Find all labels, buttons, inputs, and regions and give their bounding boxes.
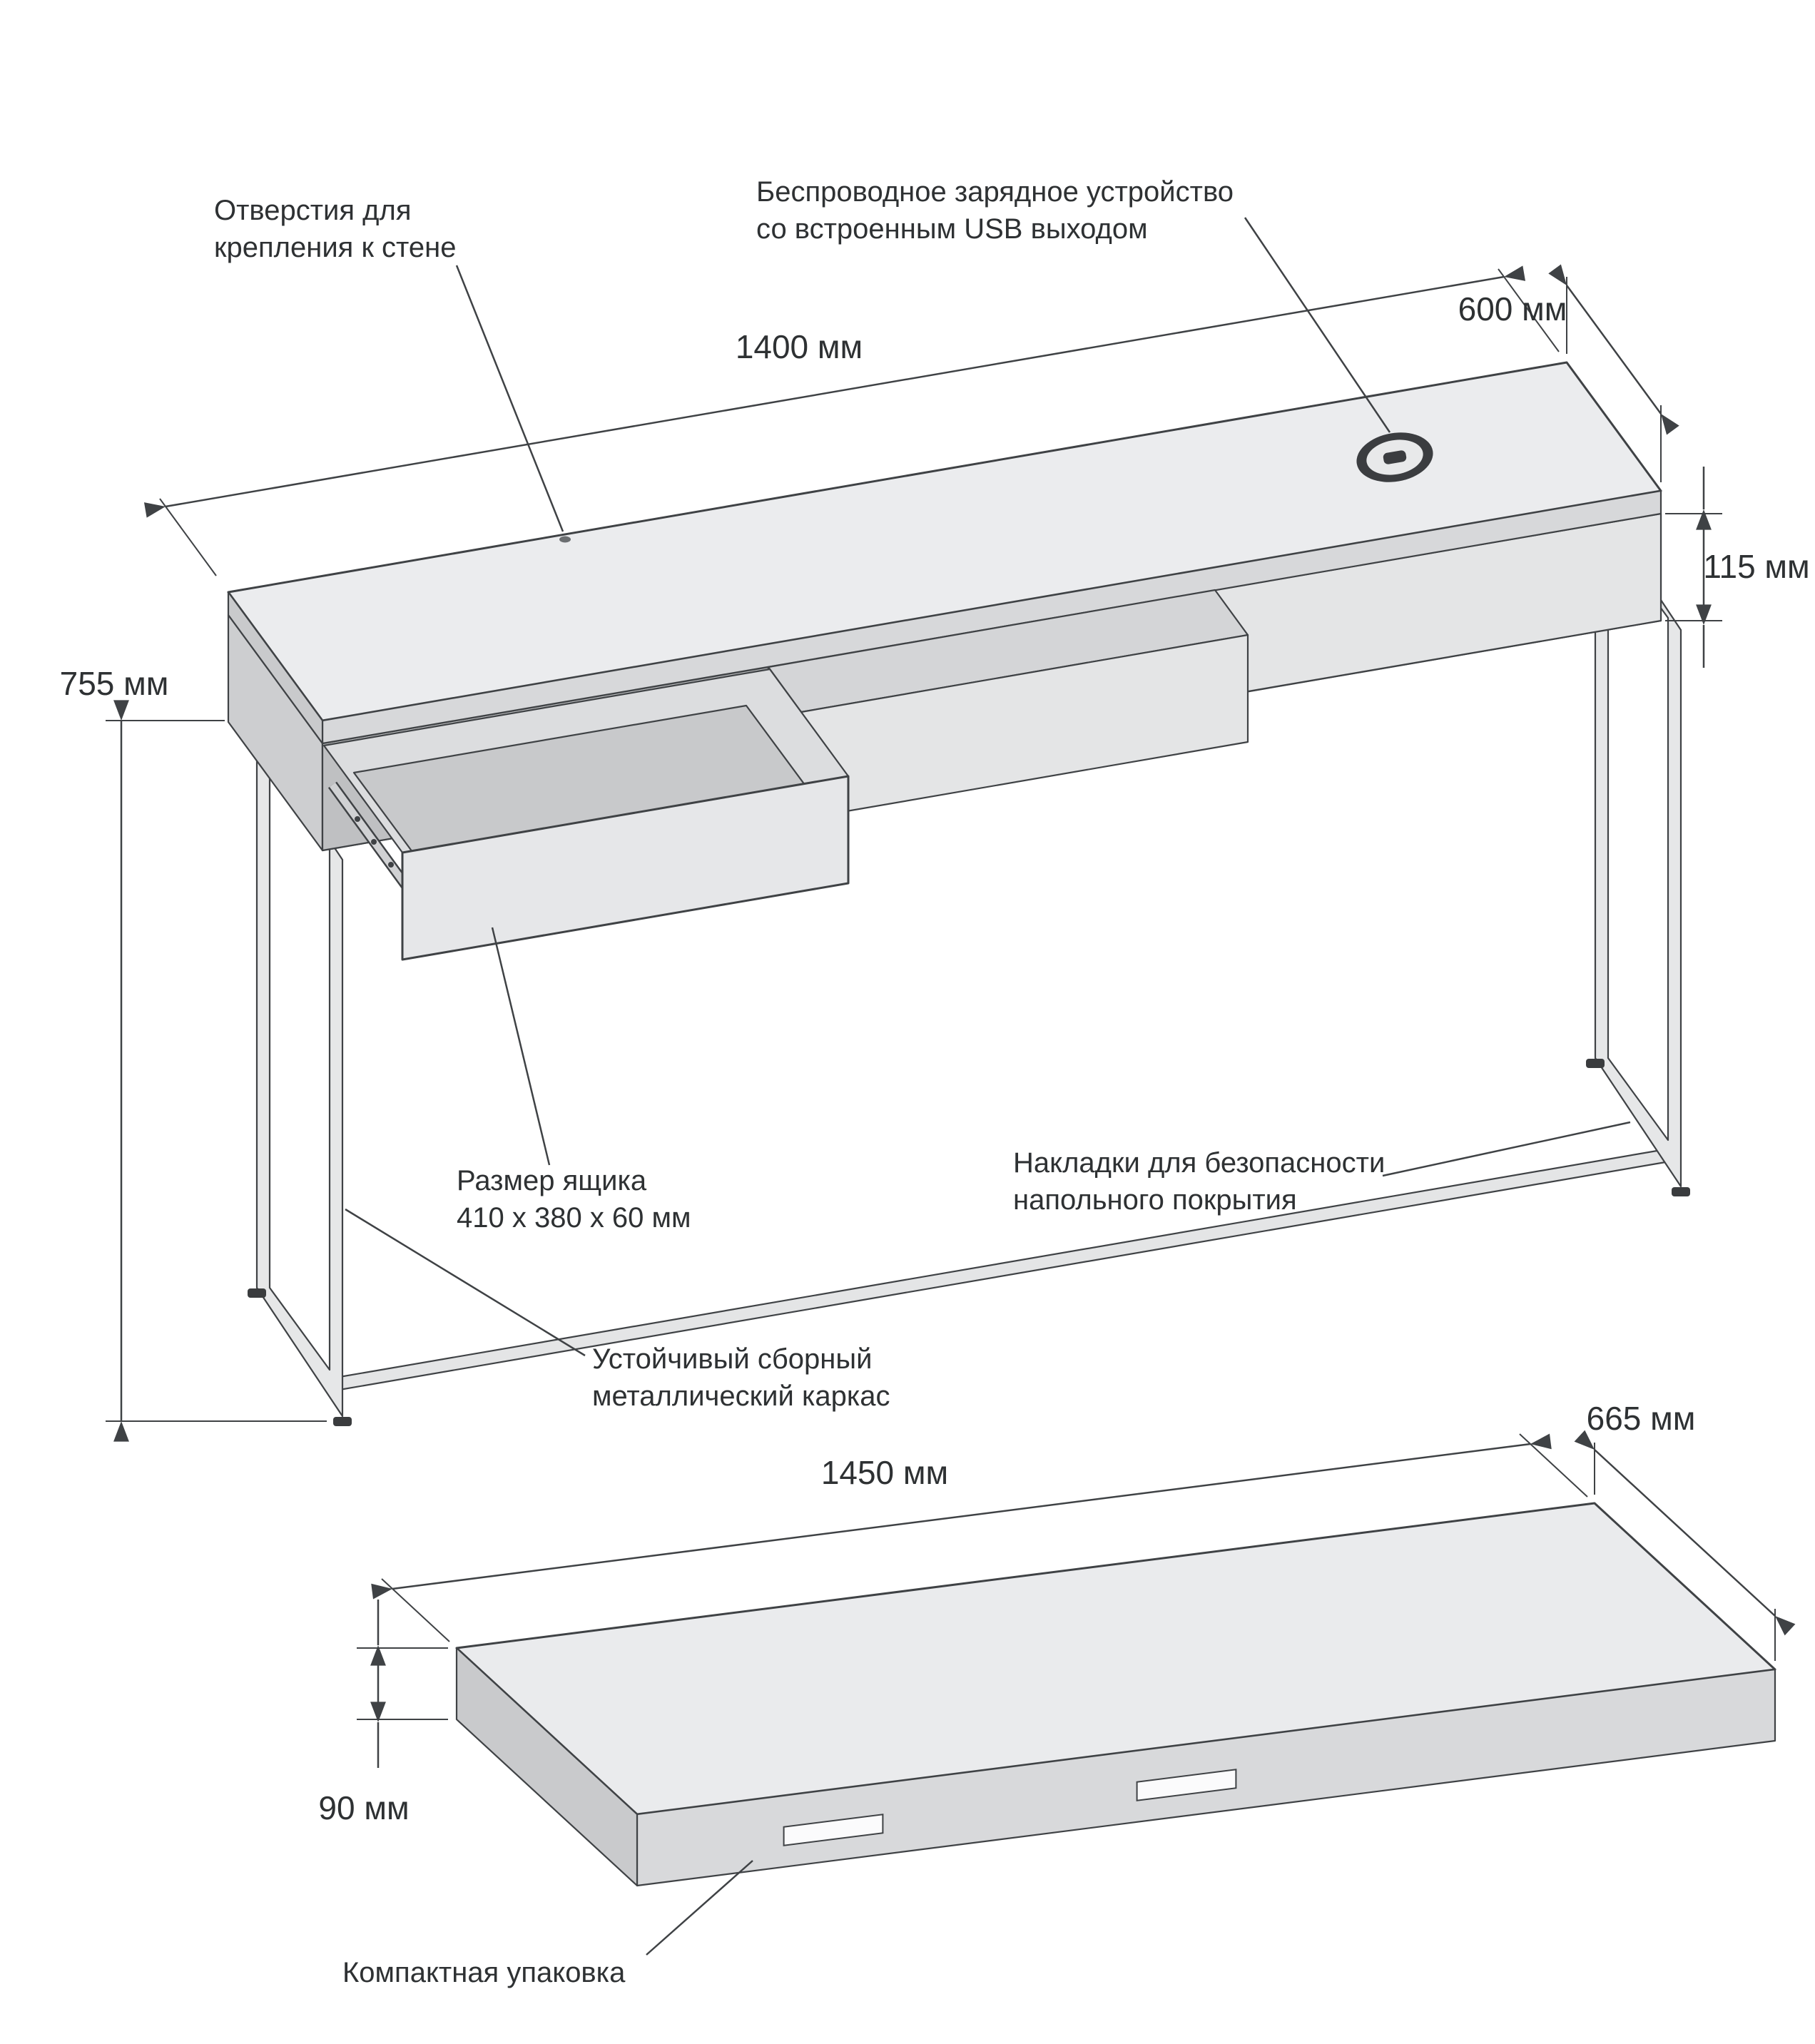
package-drawing: 1450 мм 665 мм 90 мм Компактная упаковка <box>318 1400 1796 1988</box>
wall-mount-hole <box>559 536 571 543</box>
wall-mount-label-line1: Отверстия для <box>214 195 412 226</box>
desk-depth-value: 600 мм <box>1458 290 1567 327</box>
wall-mount-label-line2: крепления к стене <box>214 232 457 263</box>
package-height-value: 90 мм <box>318 1789 409 1826</box>
package-side <box>455 1647 639 1887</box>
label-wall-mount: Отверстия для крепления к стене <box>214 195 564 532</box>
floor-pad <box>1672 1187 1690 1196</box>
floor-pads-label-line2: напольного покрытия <box>1013 1184 1297 1216</box>
floor-pad <box>248 1288 266 1298</box>
dimension-package-width: 665 мм <box>1574 1400 1796 1661</box>
dimension-desk-depth: 600 мм <box>1458 264 1679 482</box>
package-handle-slot <box>1136 1769 1237 1801</box>
dimension-drawer-front-height: 115 мм <box>1665 467 1810 668</box>
package-handle-slot <box>783 1814 884 1846</box>
label-floor-pads: Накладки для безопасности напольного пок… <box>1013 1121 1631 1216</box>
dimension-package-height: 90 мм <box>318 1600 448 1826</box>
desk-drawing: 1400 мм 600 мм 115 мм 755 мм Беспроводно… <box>60 176 1810 1442</box>
drawer-size-label-line1: Размер ящика <box>457 1165 647 1196</box>
drawer-open <box>322 668 850 961</box>
dimension-desk-height: 755 мм <box>60 665 327 1442</box>
floor-pads-label-line1: Накладки для безопасности <box>1013 1147 1385 1179</box>
label-metal-frame: Устойчивый сборный металлический каркас <box>345 1208 890 1412</box>
desk-height-value: 755 мм <box>60 665 169 702</box>
floor-pad <box>1586 1059 1605 1068</box>
package-label-line1: Компактная упаковка <box>342 1957 626 1988</box>
label-package: Компактная упаковка <box>342 1860 753 1988</box>
floor-pad <box>333 1417 352 1426</box>
drawer-front-height-value: 115 мм <box>1703 548 1809 585</box>
drawer-size-label-line2: 410 x 380 x 60 мм <box>457 1202 691 1234</box>
dimension-desk-width: 1400 мм <box>143 265 1560 576</box>
desktop-left-edge <box>227 591 324 745</box>
metal-frame-label-line1: Устойчивый сборный <box>592 1343 872 1375</box>
dimension-package-length: 1450 мм <box>371 1433 1588 1642</box>
desk-width-value: 1400 мм <box>736 328 863 365</box>
wireless-charger-label-line2: со встроенным USB выходом <box>756 213 1148 245</box>
label-drawer-size: Размер ящика 410 x 380 x 60 мм <box>457 927 691 1234</box>
label-wireless-charger: Беспроводное зарядное устройство со встр… <box>756 176 1391 433</box>
metal-frame-label-line2: металлический каркас <box>592 1381 890 1412</box>
package-width-value: 665 мм <box>1587 1400 1696 1437</box>
wireless-charger-label-line1: Беспроводное зарядное устройство <box>756 176 1234 208</box>
package-length-value: 1450 мм <box>821 1454 948 1491</box>
